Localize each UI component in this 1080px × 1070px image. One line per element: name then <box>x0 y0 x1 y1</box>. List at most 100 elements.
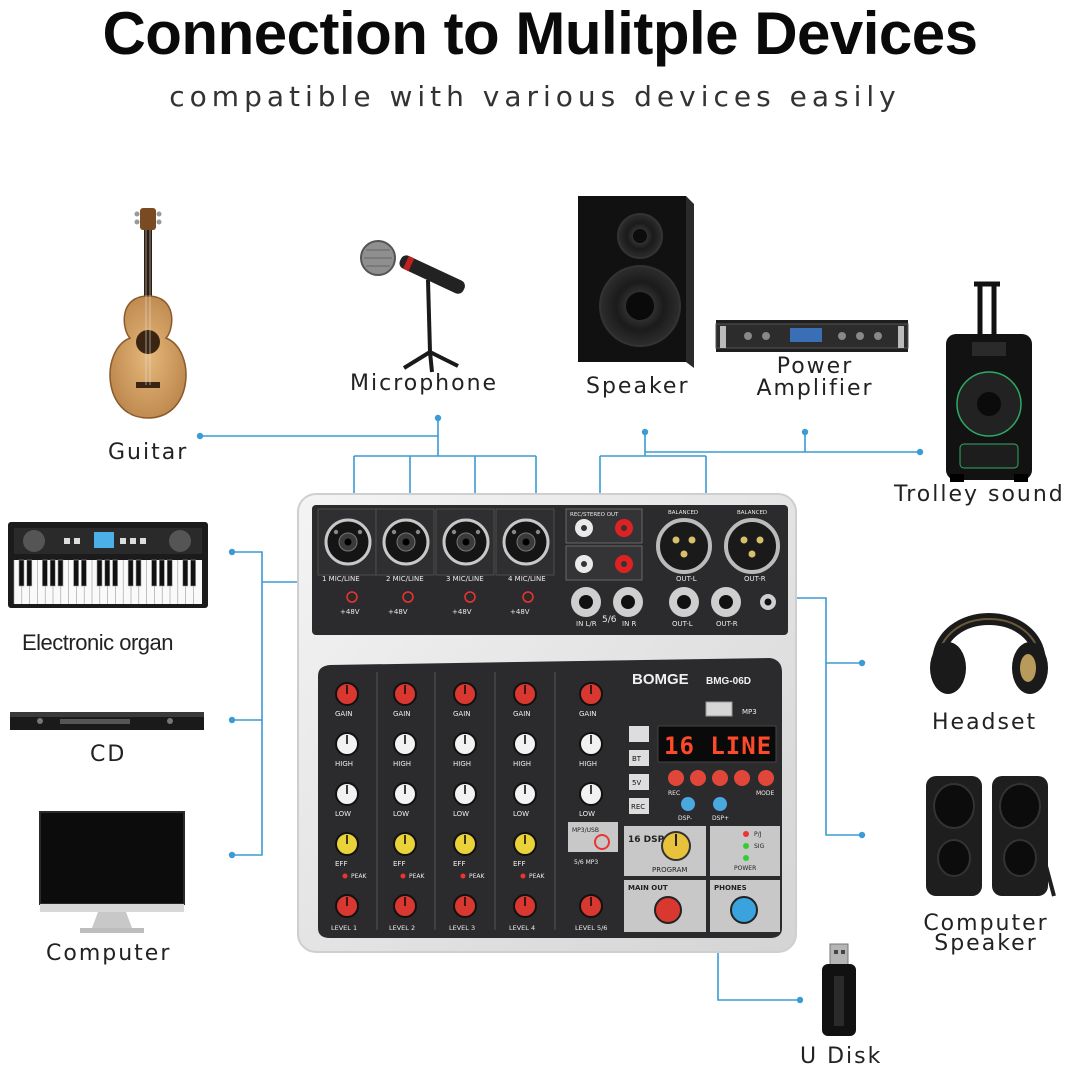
strip-label: EFF <box>335 860 347 868</box>
lcd-display-text: 16 LINE <box>664 732 772 760</box>
combo-input-jack <box>435 508 495 576</box>
level-label: LEVEL 4 <box>509 924 535 932</box>
cd-player-icon <box>10 712 204 730</box>
peak-label: PEAK <box>351 873 368 880</box>
label-u-disk: U Disk <box>800 1044 883 1069</box>
phantom-label-3: +48V <box>452 608 472 616</box>
combo-input-jack <box>375 508 435 576</box>
input-label-2: 2 MIC/LINE <box>386 575 424 583</box>
level-label: LEVEL 1 <box>331 924 357 932</box>
organ-black-key <box>73 559 79 587</box>
rec-mode-label: REC <box>668 790 680 797</box>
dsp-minus-label: DSP- <box>678 815 692 822</box>
strip-label: LOW <box>393 810 409 818</box>
organ-black-key <box>127 559 134 587</box>
brand-label: BOMGE <box>632 671 689 688</box>
mp3-label: 5/6 MP3 <box>574 859 598 866</box>
jack-out-r-label: OUT-R <box>716 620 738 628</box>
label-power-amplifier-line2: Amplifier <box>756 376 874 401</box>
page-title: Connection to Mulitple Devices <box>102 0 978 67</box>
5v-button-label: 5V <box>632 779 641 787</box>
strip-label: LOW <box>453 810 469 818</box>
jack-out-l-label: OUT-L <box>672 620 693 628</box>
peak-label: PEAK <box>469 873 486 880</box>
organ-black-key <box>57 559 64 587</box>
label-computer-speaker: Computer Speaker <box>916 911 1056 956</box>
organ-black-key <box>112 559 118 587</box>
headset-icon <box>930 613 1048 694</box>
organ-black-key <box>159 559 165 587</box>
phantom-switches <box>346 591 534 603</box>
strip-label: EFF <box>393 860 405 868</box>
organ-black-key <box>18 559 25 587</box>
u-disk-icon <box>822 943 856 1036</box>
organ-black-key <box>182 559 189 587</box>
jack-in-r-label: IN R <box>622 620 637 628</box>
guitar-icon <box>109 208 187 419</box>
input-label-4: 4 MIC/LINE <box>508 575 546 583</box>
channel-strips: GAIN HIGH LOW EFF PEAK LEVEL 1 GAIN HIGH LOW EFF P… <box>331 672 607 932</box>
label-electronic-organ: Electronic organ <box>22 630 173 655</box>
phantom-label-1: +48V <box>340 608 360 616</box>
peak-label: PEAK <box>409 873 426 880</box>
strip-label: GAIN <box>453 710 471 718</box>
label-trolley-sound: Trolley sound <box>894 482 1065 507</box>
combo-input-jack <box>495 508 555 576</box>
organ-black-key <box>190 559 196 587</box>
level-label: LEVEL 5/6 <box>575 924 607 932</box>
label-headset: Headset <box>932 710 1038 735</box>
xlr-out-r-label: OUT-R <box>744 575 766 583</box>
trolley-sound-icon <box>946 281 1032 482</box>
combo-input-jack <box>317 508 377 576</box>
strip-label: EFF <box>453 860 465 868</box>
label-microphone: Microphone <box>350 371 499 396</box>
level-label: LEVEL 3 <box>449 924 475 932</box>
computer-icon <box>39 811 185 933</box>
model-label: BMG-06D <box>706 676 751 687</box>
rear-combo-inputs <box>317 508 555 576</box>
strip-label: HIGH <box>453 760 471 768</box>
power-amplifier-icon <box>715 320 909 352</box>
page-subtitle: compatible with various devices easily <box>169 80 901 113</box>
strip-label: GAIN <box>513 710 531 718</box>
rear-jack-row <box>571 587 776 617</box>
program-label: PROGRAM <box>652 866 687 874</box>
rec-button-label: REC <box>631 803 645 811</box>
organ-black-key <box>166 559 173 587</box>
organ-black-key <box>49 559 56 587</box>
mp3-usb-label: MP3/USB <box>572 827 599 834</box>
input-label-3: 3 MIC/LINE <box>446 575 484 583</box>
usb-mp3-label: MP3 <box>742 708 757 716</box>
strip-label: LOW <box>579 810 595 818</box>
computer-speaker-icon <box>926 776 1056 897</box>
phones-label: PHONES <box>714 884 747 892</box>
connector-dots <box>196 414 924 1004</box>
microphone-icon <box>360 240 465 373</box>
bt-button-label: BT <box>632 755 642 763</box>
peak-label: PEAK <box>529 873 546 880</box>
jack-in-lr-label: IN L/R <box>576 620 597 628</box>
label-computer-speaker-line1: Computer <box>923 911 1049 936</box>
rear-rca-outputs <box>565 508 643 581</box>
strip-label: HIGH <box>579 760 597 768</box>
organ-black-key <box>104 559 111 587</box>
balanced-label-left: BALANCED <box>668 510 698 516</box>
dsp-badge: 16 DSP <box>628 835 665 845</box>
main-out-label: MAIN OUT <box>628 884 668 892</box>
organ-black-key <box>81 559 87 587</box>
label-computer-speaker-line2: Speaker <box>934 931 1038 956</box>
organ-black-key <box>96 559 103 587</box>
input-label-1: 1 MIC/LINE <box>322 575 360 583</box>
master-section: BOMGE BMG-06D MP3 16 LINE BT 5V REC REC … <box>568 671 780 932</box>
label-speaker: Speaker <box>586 374 690 399</box>
label-cd: CD <box>90 742 127 767</box>
rear-panel-labels: 1 MIC/LINE 2 MIC/LINE 3 MIC/LINE 4 MIC/L… <box>322 510 767 628</box>
level-label: LEVEL 2 <box>389 924 415 932</box>
strip-label: HIGH <box>393 760 411 768</box>
channel-strip: GAIN HIGH LOW EFF PEAK LEVEL 3 <box>449 672 496 932</box>
